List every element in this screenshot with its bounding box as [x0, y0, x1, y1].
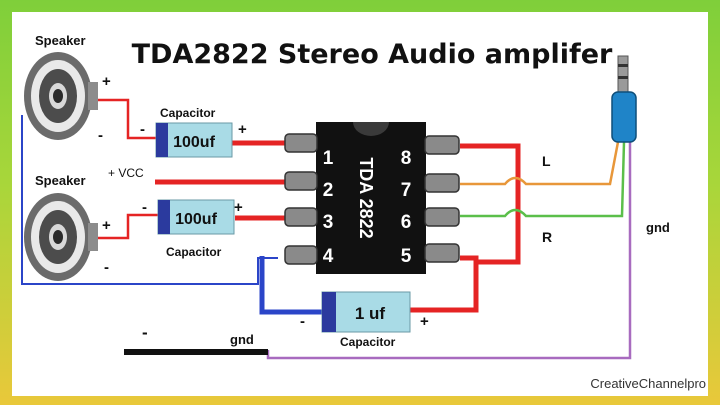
- pin-7-number: 7: [401, 180, 412, 201]
- pin-8-number: 8: [401, 148, 412, 169]
- capacitor-3-minus: -: [300, 313, 305, 330]
- wire-speaker1-plus: [94, 98, 156, 140]
- wire-pin4-to-cap3: [259, 256, 322, 315]
- speaker-2-plus: +: [102, 217, 111, 234]
- pin-2-number: 2: [323, 180, 334, 201]
- speaker-1-label: Speaker: [35, 33, 86, 48]
- speaker-2-minus: -: [104, 259, 109, 276]
- vcc-label: + VCC: [108, 166, 144, 180]
- pin-6-number: 6: [401, 212, 412, 233]
- capacitor-2-label: Capacitor: [166, 245, 222, 259]
- capacitor-3: [321, 291, 411, 333]
- wire-pin8-bridge: [460, 143, 521, 265]
- gnd-right-label: gnd: [646, 220, 670, 235]
- wire-speaker2-plus: [96, 213, 158, 240]
- chip-label: TDA 2822: [356, 157, 376, 238]
- speaker-1-plus: +: [102, 73, 111, 90]
- capacitor-1-value: 100uf: [173, 134, 215, 151]
- speaker-1: [24, 52, 98, 140]
- audio-jack: [611, 55, 637, 143]
- wire-right-channel: [460, 141, 626, 218]
- tda2822-chip: [316, 122, 426, 274]
- wire-left-channel: [460, 141, 620, 186]
- capacitor-3-label: Capacitor: [340, 335, 396, 349]
- gnd-left-label: gnd: [230, 332, 254, 347]
- capacitor-1-plus: +: [238, 121, 247, 138]
- speaker-2-label: Speaker: [35, 173, 86, 188]
- wire-speaker1-minus: [21, 115, 278, 285]
- watermark: CreativeChannelpro: [590, 376, 706, 391]
- capacitor-2-value: 100uf: [175, 211, 217, 228]
- chip-pins-left: [284, 133, 318, 265]
- capacitor-1: [155, 122, 233, 158]
- pin-5-number: 5: [401, 246, 412, 267]
- capacitor-2-plus: +: [234, 199, 243, 216]
- pin-3-number: 3: [323, 212, 334, 233]
- capacitor-3-value: 1 uf: [355, 304, 386, 323]
- capacitor-3-plus: +: [420, 313, 429, 330]
- capacitor-1-label: Capacitor: [160, 106, 216, 120]
- capacitor-1-minus: -: [140, 121, 145, 138]
- channel-left-label: L: [542, 153, 551, 169]
- wire-cap3-to-pin5: [410, 255, 479, 313]
- speaker-1-minus: -: [98, 127, 103, 144]
- channel-right-label: R: [542, 229, 552, 245]
- capacitor-2-minus: -: [142, 199, 147, 216]
- speaker-2: [24, 193, 98, 281]
- pin-1-number: 1: [323, 148, 334, 169]
- pin-4-number: 4: [323, 246, 334, 267]
- page-title: TDA2822 Stereo Audio amplifer: [132, 39, 613, 70]
- chip-pins-right: [424, 135, 460, 263]
- gnd-left-minus: -: [142, 323, 148, 342]
- capacitor-2: [157, 199, 235, 235]
